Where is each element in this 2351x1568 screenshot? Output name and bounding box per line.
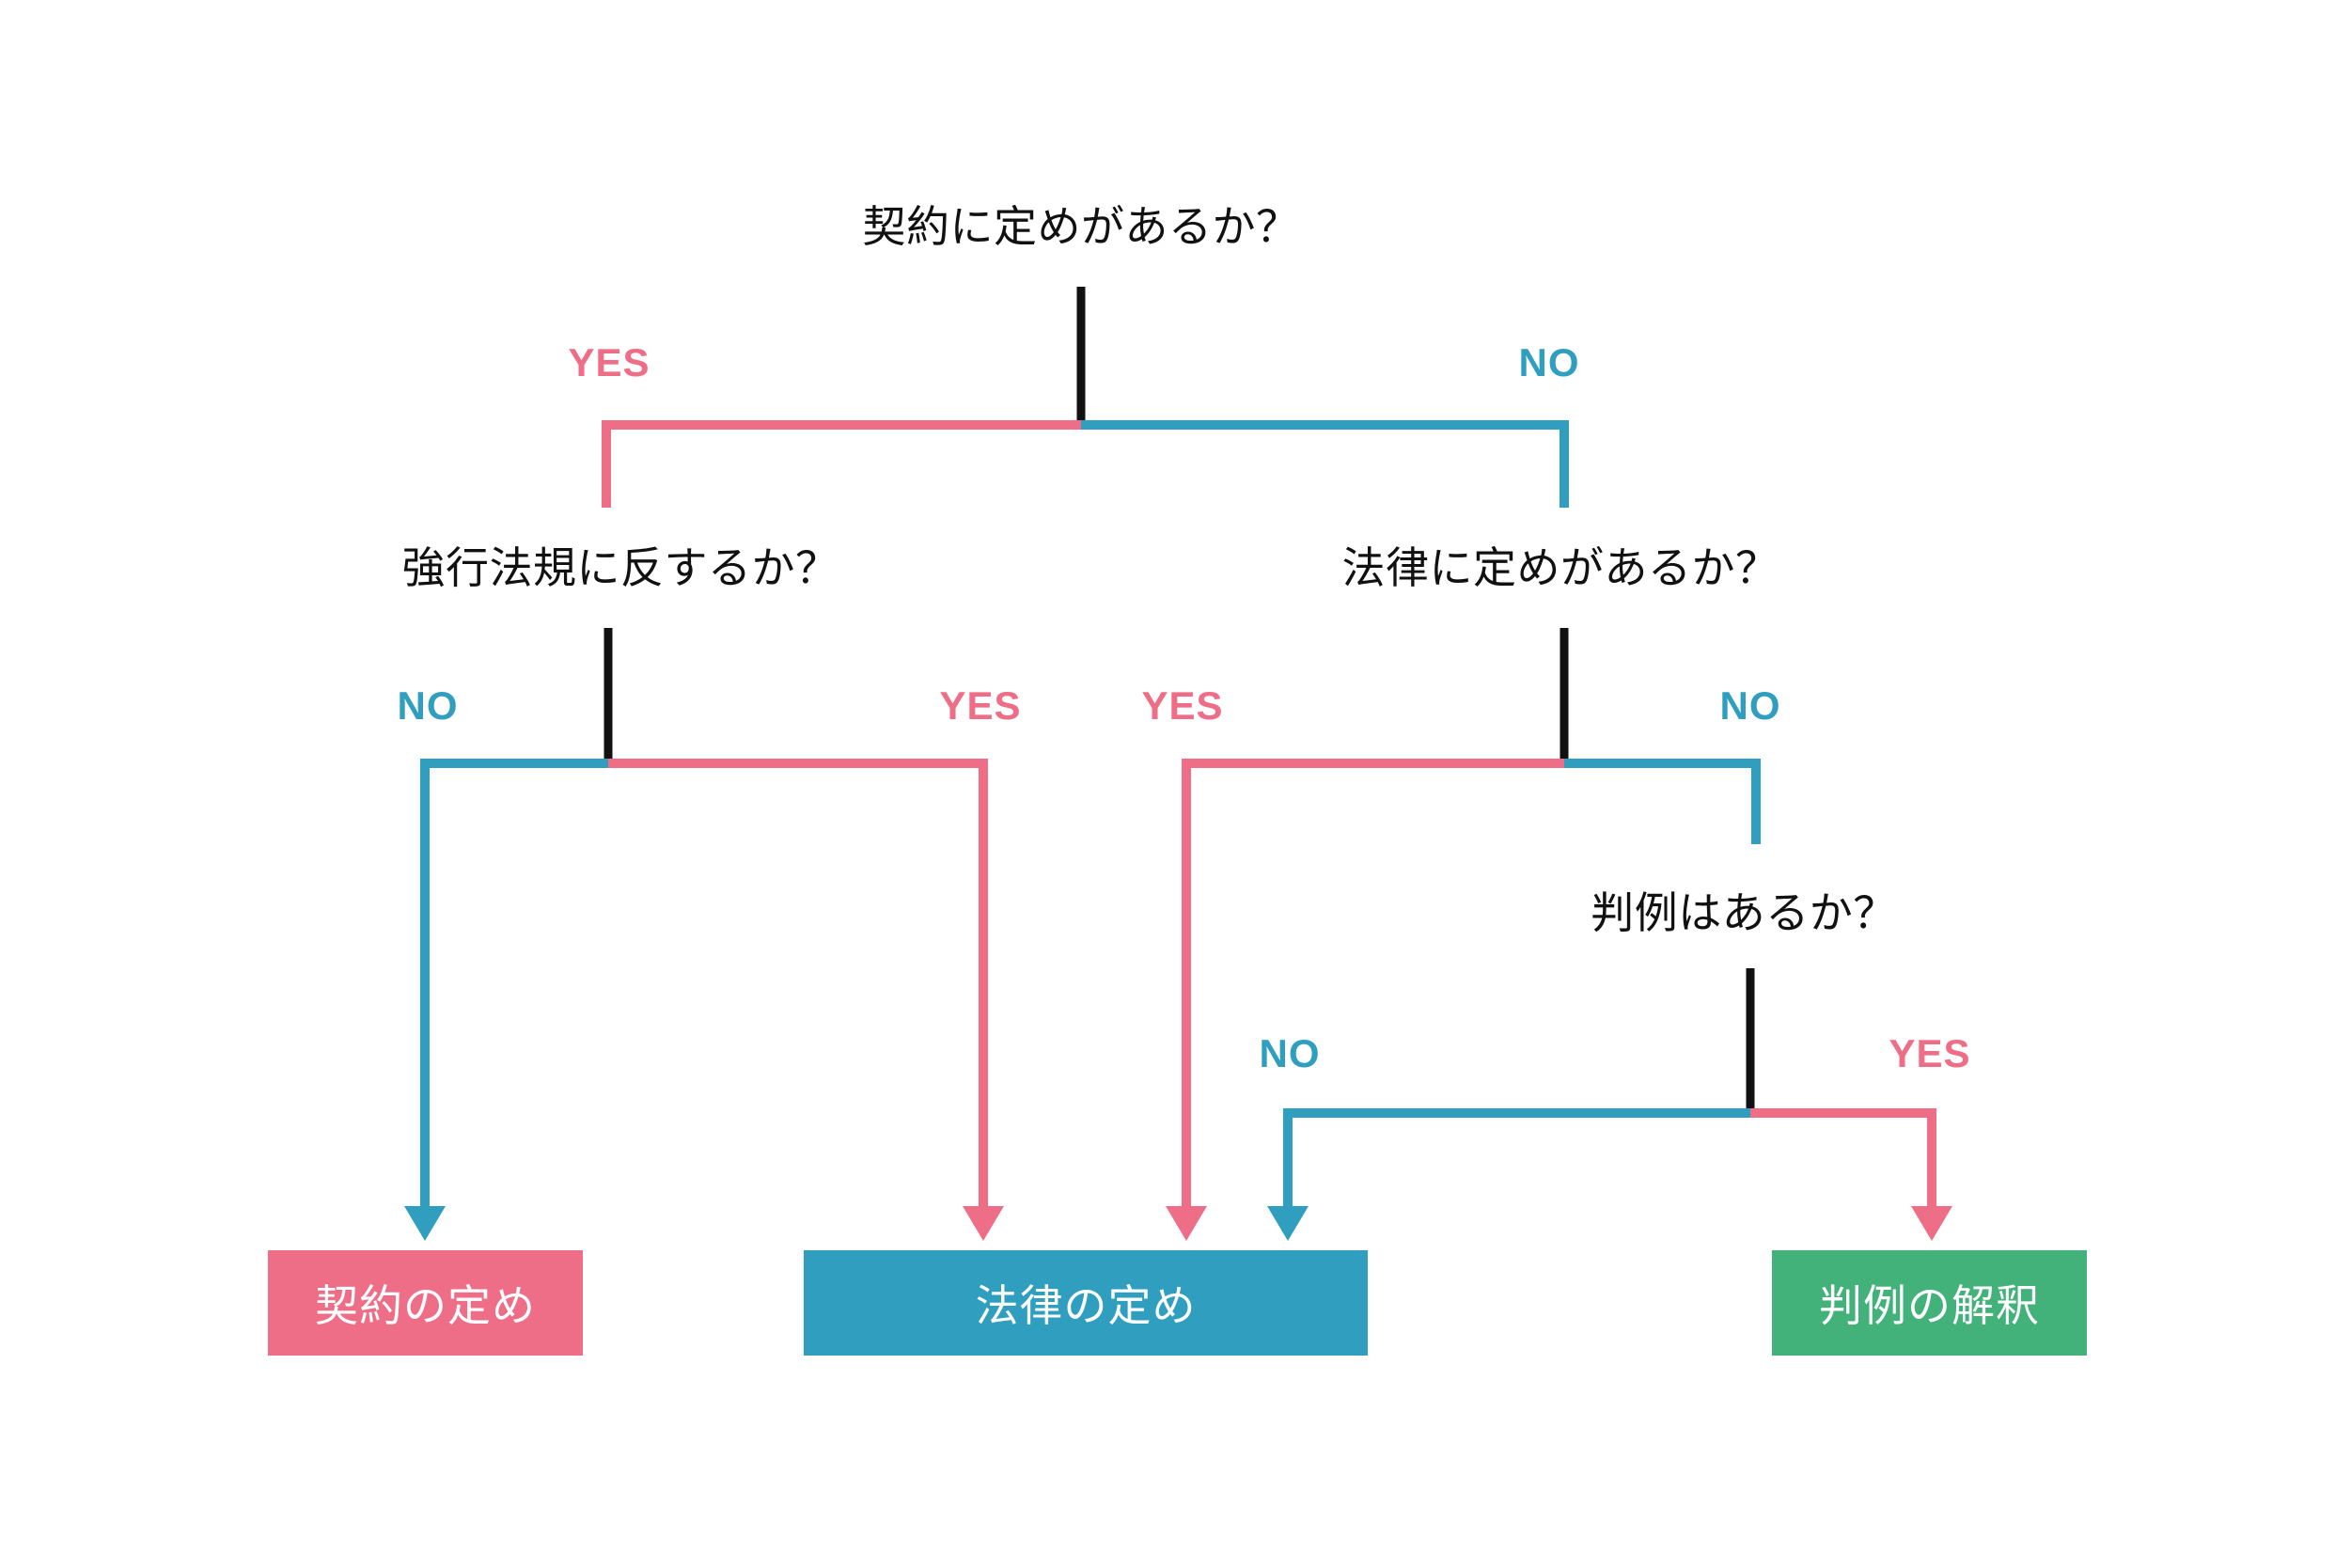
question-contract: 契約に定めがあるか？ xyxy=(862,201,1300,252)
arrowhead-precedent-no xyxy=(1267,1206,1309,1241)
edge-precedent-yes xyxy=(1750,1108,1936,1211)
edge-label-statute-no: NO xyxy=(1719,683,1781,728)
edge-label-contract-no: NO xyxy=(1518,340,1580,384)
edge-group-mandatory xyxy=(404,628,1004,1241)
terminal-contract-provision[interactable]: 契約の定め xyxy=(268,1250,583,1356)
question-statute: 法律に定めがあるか？ xyxy=(1341,542,1779,593)
edge-label-precedent-yes: YES xyxy=(1889,1031,1971,1075)
terminal-statutory-provision[interactable]: 法律の定め xyxy=(804,1250,1368,1356)
edge-statute-no xyxy=(1564,759,1761,844)
terminal-precedent-interpretation[interactable]: 判例の解釈 xyxy=(1772,1250,2087,1356)
edge-group-statute xyxy=(1166,628,1761,1241)
question-precedent: 判例はあるか？ xyxy=(1591,887,1897,938)
edge-group-level1 xyxy=(602,287,1569,508)
edge-contract-yes xyxy=(602,420,1081,508)
edge-label-contract-yes: YES xyxy=(568,340,650,384)
edge-group-precedent xyxy=(1267,968,1952,1241)
edge-label-mandatory-no: NO xyxy=(397,683,459,728)
edge-label-precedent-no: NO xyxy=(1259,1031,1321,1075)
terminal-statutory-provision-label: 法律の定め xyxy=(975,1280,1197,1331)
edge-label-mandatory-yes: YES xyxy=(939,683,1022,728)
arrowhead-precedent-yes xyxy=(1911,1206,1952,1241)
terminal-contract-provision-label: 契約の定め xyxy=(315,1280,536,1331)
edge-mandatory-no xyxy=(420,759,608,1211)
question-mandatory-law: 強行法規に反するか？ xyxy=(401,542,839,593)
arrowhead-statute-yes xyxy=(1166,1206,1207,1241)
edge-statute-yes xyxy=(1182,759,1564,1211)
edge-mandatory-yes xyxy=(608,759,988,1211)
arrowhead-mandatory-yes xyxy=(963,1206,1004,1241)
terminal-precedent-interpretation-label: 判例の解釈 xyxy=(1819,1280,2040,1331)
edge-contract-no xyxy=(1081,420,1569,508)
arrowhead-mandatory-no xyxy=(404,1206,446,1241)
edge-label-statute-yes: YES xyxy=(1141,683,1224,728)
edge-precedent-no xyxy=(1283,1108,1750,1211)
